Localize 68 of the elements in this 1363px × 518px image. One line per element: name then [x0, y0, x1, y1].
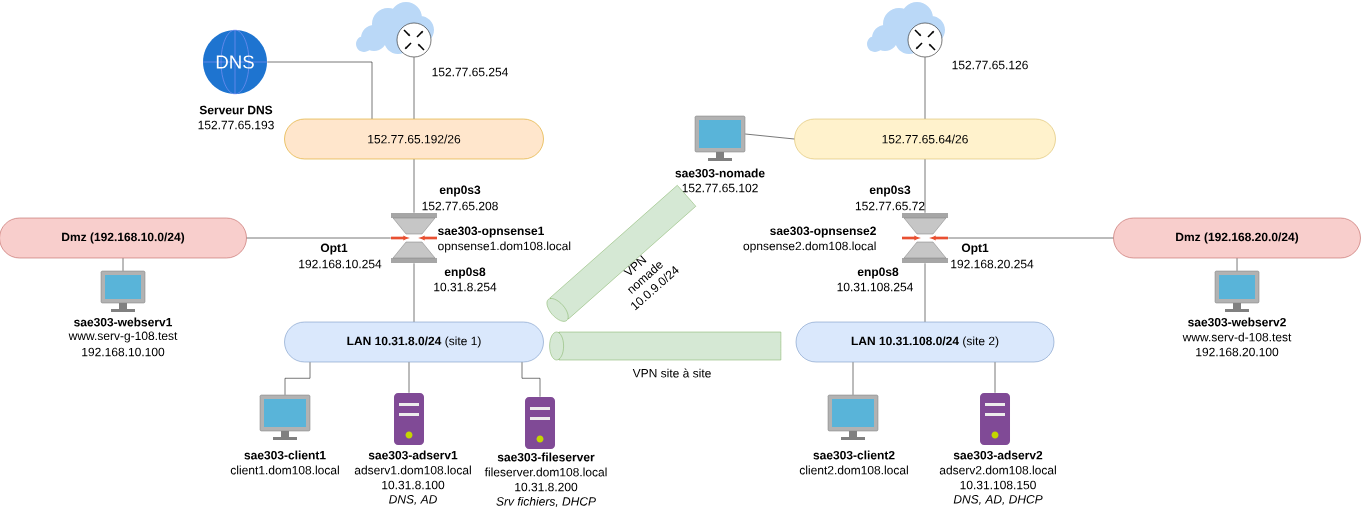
- device-label: DNS, AD: [389, 495, 437, 505]
- connector-line: [521, 362, 541, 397]
- device-label: www.serv-g-108.test: [68, 331, 178, 343]
- interface-label: Opt1: [320, 243, 348, 255]
- device-label: 10.31.8.100: [382, 480, 445, 490]
- device-label: 10.31.8.200: [515, 482, 578, 492]
- interface-label: 192.168.10.254: [299, 259, 382, 269]
- network-band: LAN 10.31.108.0/24 (site 2): [795, 321, 1055, 363]
- device-label: sae303-opnsense1: [438, 226, 544, 238]
- device-label: 10.31.108.150: [960, 480, 1036, 490]
- device-label: 152.77.65.193: [198, 120, 274, 130]
- device-label: 192.168.20.100: [1196, 347, 1279, 357]
- connector-line: [413, 159, 415, 213]
- device-label: Serveur DNS: [199, 105, 273, 115]
- device-label: 152.77.65.126: [952, 60, 1028, 70]
- device-label: VPN site à site: [632, 368, 711, 378]
- interface-label: 10.31.108.254: [837, 282, 913, 292]
- device-label: sae303-webserv1: [74, 317, 172, 327]
- connector-line: [948, 237, 1114, 239]
- device-label: adserv2.dom108.local: [939, 465, 1056, 475]
- device-label: sae303-webserv2: [1188, 317, 1286, 327]
- device-label: sae303-client1: [244, 450, 326, 460]
- device-label: opnsense2.dom108.local: [743, 241, 876, 253]
- device-label: www.serv-d-108.test: [1182, 332, 1292, 342]
- interface-label: 152.77.65.72: [855, 201, 925, 211]
- connector-line: [1236, 258, 1238, 271]
- network-band: Dmz (192.168.10.0/24): [0, 217, 247, 259]
- connector-line: [122, 258, 124, 271]
- connector-line: [994, 362, 996, 393]
- interface-label: enp0s3: [869, 185, 911, 197]
- device-label: Srv fichiers, DHCP: [496, 496, 596, 508]
- interface-label: 152.77.65.208: [422, 201, 498, 211]
- network-band: 152.77.65.192/26: [284, 118, 544, 160]
- interface-label: 192.168.20.254: [951, 259, 1034, 269]
- device-label: sae303-nomade: [675, 168, 765, 178]
- device-label: opnsense1.dom108.local: [438, 241, 571, 253]
- device-label: sae303-adserv2: [953, 450, 1043, 460]
- interface-label: enp0s8: [444, 267, 486, 279]
- connector-line: [413, 263, 415, 322]
- device-label: 152.77.65.254: [432, 67, 508, 77]
- device-label: fileserver.dom108.local: [484, 467, 607, 477]
- connector-line: [246, 237, 391, 239]
- connector-line: [924, 159, 926, 213]
- device-label: 192.168.10.100: [82, 347, 165, 357]
- network-band: Dmz (192.168.20.0/24): [1113, 217, 1361, 259]
- device-label: adserv1.dom108.local: [354, 465, 471, 475]
- device-label: client1.dom108.local: [230, 465, 339, 475]
- connector-line: [408, 362, 410, 393]
- network-band: 152.77.65.64/26: [794, 118, 1056, 160]
- interface-label: enp0s8: [857, 267, 899, 279]
- interface-label: Opt1: [961, 243, 989, 255]
- connector-line: [924, 263, 926, 322]
- device-label: sae303-adserv1: [368, 450, 458, 460]
- device-label: sae303-opnsense2: [770, 226, 876, 238]
- device-label: sae303-fileserver: [497, 452, 595, 462]
- device-label: sae303-client2: [813, 450, 895, 460]
- connector-line: [745, 133, 795, 140]
- connector-line: [284, 362, 311, 395]
- interface-label: 10.31.8.254: [434, 282, 497, 292]
- device-label: client2.dom108.local: [799, 465, 908, 475]
- connector-line: [852, 362, 854, 395]
- connector-line: [413, 57, 415, 119]
- network-band: LAN 10.31.8.0/24 (site 1): [284, 321, 544, 363]
- device-label: 152.77.65.102: [682, 183, 758, 193]
- connector-line: [267, 61, 373, 119]
- device-label: DNS, AD, DHCP: [953, 495, 1043, 505]
- connector-line: [924, 57, 926, 119]
- interface-label: enp0s3: [439, 185, 481, 197]
